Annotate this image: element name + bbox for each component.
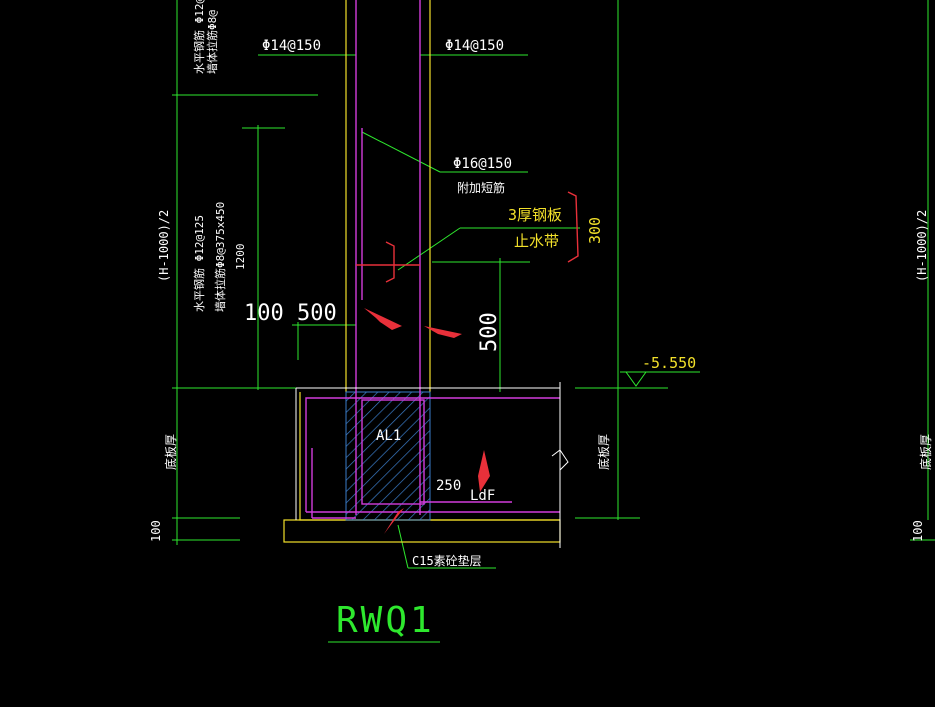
arrow-2 <box>424 326 462 338</box>
horiz-rebar-2: 墙体拉筋Φ8@375x450 <box>213 202 227 312</box>
ldf-label: LdF <box>470 488 495 504</box>
arrow-3 <box>478 450 490 492</box>
waterstop-label: 止水带 <box>514 232 559 250</box>
cushion-label: C15素砼垫层 <box>412 553 482 568</box>
red-arrows <box>364 308 490 534</box>
slab-thickness-right: 底板厚 <box>918 434 933 470</box>
dim-300: 300 <box>586 217 604 244</box>
rebar-added-note: 附加短筋 <box>457 180 505 195</box>
arrow-4 <box>384 508 404 534</box>
red-waterstop-marks <box>356 191 579 283</box>
horiz-rebar-top-1: 水平钢筋 Φ12@ <box>192 0 206 74</box>
beam-label: AL1 <box>376 428 401 444</box>
steel-plate-label: 3厚钢板 <box>508 206 562 224</box>
white-linework <box>295 382 569 548</box>
drawing-title: RWQ1 <box>336 600 435 641</box>
dim-height-right: (H-1000)/2 <box>915 210 929 282</box>
rebar-top-left: Φ14@150 <box>262 38 321 54</box>
dim-100-left: 100 <box>149 520 163 542</box>
dim-100-500: 100 500 <box>244 301 337 326</box>
magenta-rebar <box>305 0 560 519</box>
rebar-top-right: Φ14@150 <box>445 38 504 54</box>
dim-250: 250 <box>436 478 461 494</box>
green-linework <box>172 0 935 643</box>
horiz-rebar-top-2: 墙体拉筋Φ8@ <box>205 10 219 74</box>
yellow-outlines <box>283 0 561 543</box>
horiz-rebar-1: 水平钢筋 Φ12@125 <box>192 215 206 312</box>
elevation-label: -5.550 <box>642 354 696 372</box>
slab-thickness-mid: 底板厚 <box>596 434 611 470</box>
dim-100-right: 100 <box>911 520 925 542</box>
dim-500: 500 <box>477 312 502 352</box>
beam-al1-hatch <box>345 391 431 521</box>
slab-thickness-left: 底板厚 <box>163 434 178 470</box>
dim-height-left: (H-1000)/2 <box>157 210 171 282</box>
arrow-1 <box>364 308 402 330</box>
rebar-added: Φ16@150 <box>453 156 512 172</box>
horiz-rebar-3: 1200 <box>234 244 247 271</box>
